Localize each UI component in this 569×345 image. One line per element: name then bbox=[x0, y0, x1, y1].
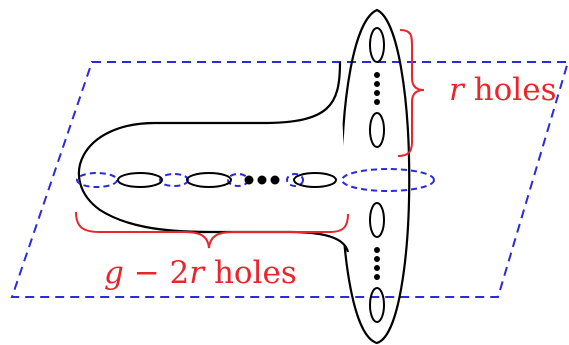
lower-ellipsis-dots bbox=[374, 247, 380, 280]
bottom-brace bbox=[75, 211, 349, 249]
lower-hole-1 bbox=[369, 202, 385, 238]
upper-ellipsis-dots bbox=[374, 72, 380, 105]
bottom-holes-label: g − 2r holes bbox=[104, 255, 297, 291]
upper-hole-2 bbox=[369, 112, 385, 148]
crossing-3 bbox=[286, 173, 304, 187]
upper-holes bbox=[369, 27, 385, 148]
dashed-plane bbox=[10, 61, 569, 298]
arm-hole-2 bbox=[186, 172, 232, 188]
horizontal-arm bbox=[77, 61, 350, 253]
surface-outline bbox=[77, 8, 411, 345]
right-holes-label: r holes bbox=[449, 72, 556, 108]
arm-ellipsis-dots bbox=[244, 175, 280, 185]
junction-crossing bbox=[341, 168, 435, 192]
right-brace bbox=[397, 29, 425, 157]
arm-hole-1 bbox=[117, 172, 163, 188]
arm-hole-3 bbox=[293, 172, 337, 188]
upper-hole-1 bbox=[369, 27, 385, 63]
arm-holes bbox=[117, 172, 337, 188]
lower-holes bbox=[369, 202, 385, 323]
vertical-body bbox=[340, 8, 411, 345]
lower-hole-2 bbox=[369, 287, 385, 323]
